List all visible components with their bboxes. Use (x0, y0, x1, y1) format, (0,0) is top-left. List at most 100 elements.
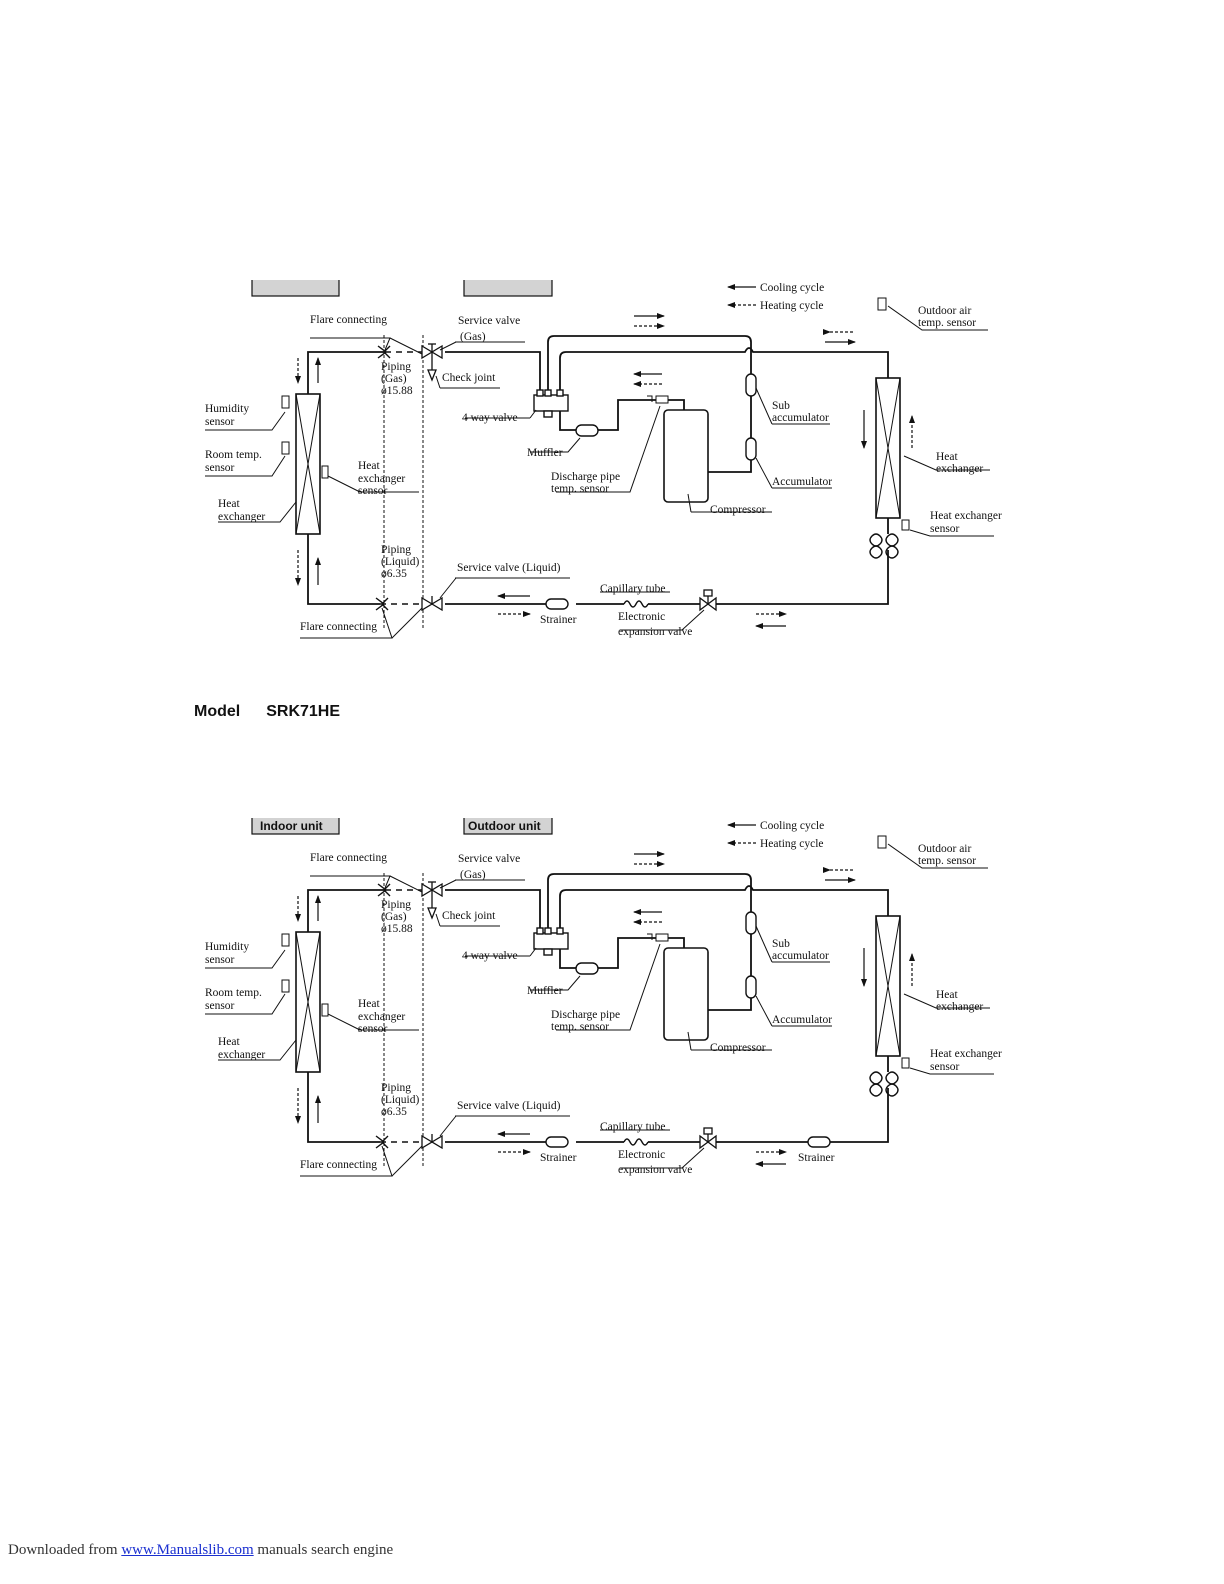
outdoor-sensors (877, 297, 910, 531)
indoor-hx-label-2: exchanger (218, 1049, 265, 1061)
sub-accumulator-label-2: accumulator (772, 950, 829, 962)
hx-sensor-label-3: sensor (358, 1023, 388, 1035)
outdoor-hx-label-2: exchanger (936, 1001, 983, 1013)
indoor-hx-label-2: exchanger (218, 511, 265, 523)
cycle-flow-arrows (497, 851, 787, 1167)
capillary-tube (600, 591, 670, 608)
muffler-label: Muffler (527, 447, 563, 459)
capillary-tube-label: Capillary tube (600, 1121, 665, 1133)
strainer-right (807, 1136, 831, 1148)
legend-heating: Heating cycle (760, 838, 824, 850)
service-gas-label-2: (Gas) (460, 331, 486, 343)
model-label: Model (194, 703, 241, 720)
flare-bottom-label: Flare connecting (300, 1159, 377, 1171)
check-joint-label: Check joint (442, 910, 496, 922)
outdoor-coils (869, 533, 899, 559)
capillary-tube-label: Capillary tube (600, 583, 665, 595)
flare-bottom-label: Flare connecting (300, 621, 377, 633)
strainer (545, 598, 569, 610)
piping-liquid-label-1: Piping (381, 1082, 411, 1094)
sub-accumulator-label-2: accumulator (772, 412, 829, 424)
indoor-leader-lines (205, 337, 423, 639)
indoor-flow-arrows (295, 357, 321, 586)
outdoor-hx-sensor-label-1: Heat exchanger (930, 1048, 1002, 1060)
outdoor-unit-badge: Outdoor unit (463, 818, 553, 835)
eev-label-2: expansion valve (618, 1164, 692, 1176)
footer-suffix: manuals search engine (257, 1542, 394, 1558)
outdoor-hx-sensor-label-2: sensor (930, 1061, 960, 1073)
strainer-label: Strainer (540, 614, 577, 626)
indoor-heat-exchanger (295, 358, 321, 544)
strainer-right-label: Strainer (798, 1152, 835, 1164)
humidity-label-2: sensor (205, 954, 235, 966)
outdoor-sensors (877, 835, 910, 1069)
accumulator-label: Accumulator (772, 1014, 832, 1026)
flare-top-label: Flare connecting (310, 314, 387, 326)
flare-connectors (375, 883, 391, 1149)
eev-label-2: expansion valve (618, 626, 692, 638)
accumulators (745, 911, 757, 999)
accumulator-label: Accumulator (772, 476, 832, 488)
discharge-label-1: Discharge pipe (551, 471, 620, 483)
service-gas-label-1: Service valve (458, 853, 520, 865)
accumulator-leaders (755, 925, 832, 1027)
piping-lines (307, 873, 889, 1143)
indoor-hx-label-1: Heat (218, 498, 241, 510)
hx-sensor-label-1: Heat (358, 998, 381, 1010)
discharge-label-1: Discharge pipe (551, 1009, 620, 1021)
compressor-label: Compressor (710, 504, 766, 516)
compressor (663, 947, 772, 1051)
indoor-heat-exchanger (295, 896, 321, 1082)
room-temp-label-2: sensor (205, 462, 235, 474)
accumulators (745, 373, 757, 461)
piping-gas-label-2: (Gas) (381, 373, 407, 385)
service-valve-liquid (421, 1134, 443, 1150)
piping-liquid-label-3: ø6.35 (381, 568, 407, 580)
accumulator-leaders (755, 387, 832, 489)
hx-sensor-label-2: exchanger (358, 1011, 405, 1023)
manualslib-link[interactable]: www.Manualslib.com (121, 1542, 254, 1558)
muffler-label: Muffler (527, 985, 563, 997)
outdoor-heat-exchanger (875, 377, 901, 519)
legend (727, 822, 756, 846)
indoor-flow-arrows (295, 895, 321, 1124)
legend (727, 284, 756, 308)
room-temp-label-1: Room temp. (205, 449, 262, 461)
legend-cooling: Cooling cycle (760, 282, 824, 294)
indoor-unit-badge (251, 280, 340, 297)
outdoor-hx-label-1: Heat (936, 451, 959, 463)
unit-boundaries (383, 873, 424, 1168)
hx-sensor-label-3: sensor (358, 485, 388, 497)
four-way-valve-label: 4 way valve (462, 950, 518, 962)
service-liquid-label: Service valve (Liquid) (457, 1100, 561, 1112)
indoor-unit-badge: Indoor unit (251, 818, 340, 835)
outdoor-unit-badge (463, 280, 553, 297)
valve-leader-lines (435, 879, 570, 1137)
check-joint-label: Check joint (442, 372, 496, 384)
indoor-unit-label: Indoor unit (260, 819, 323, 833)
discharge-label-2: temp. sensor (551, 1021, 609, 1033)
humidity-label-1: Humidity (205, 403, 249, 415)
room-temp-label-2: sensor (205, 1000, 235, 1012)
outdoor-unit-label: Outdoor unit (468, 819, 541, 833)
humidity-label-2: sensor (205, 416, 235, 428)
strainer-label: Strainer (540, 1152, 577, 1164)
legend-heating: Heating cycle (760, 300, 824, 312)
legend-cooling: Cooling cycle (760, 820, 824, 832)
outdoor-air-label-1: Outdoor air (918, 305, 972, 317)
cycle-flow-arrows (497, 313, 787, 629)
piping-liquid-label-3: ø6.35 (381, 1106, 407, 1118)
hx-sensor-label-2: exchanger (358, 473, 405, 485)
outdoor-air-label-2: temp. sensor (918, 855, 976, 867)
electronic-expansion-valve (620, 1127, 717, 1169)
discharge-temp-sensor (556, 933, 669, 1031)
indoor-sensors (281, 395, 329, 479)
humidity-label-1: Humidity (205, 941, 249, 953)
capillary-tube (600, 1129, 670, 1146)
indoor-sensors (281, 933, 329, 1017)
piping-liquid-label-2: (Liquid) (381, 556, 419, 568)
refrigerant-circuit-diagram-upper: Cooling cycle Heating cycle Flare connec… (205, 280, 1002, 639)
flare-connectors (375, 345, 391, 611)
room-temp-label-1: Room temp. (205, 987, 262, 999)
